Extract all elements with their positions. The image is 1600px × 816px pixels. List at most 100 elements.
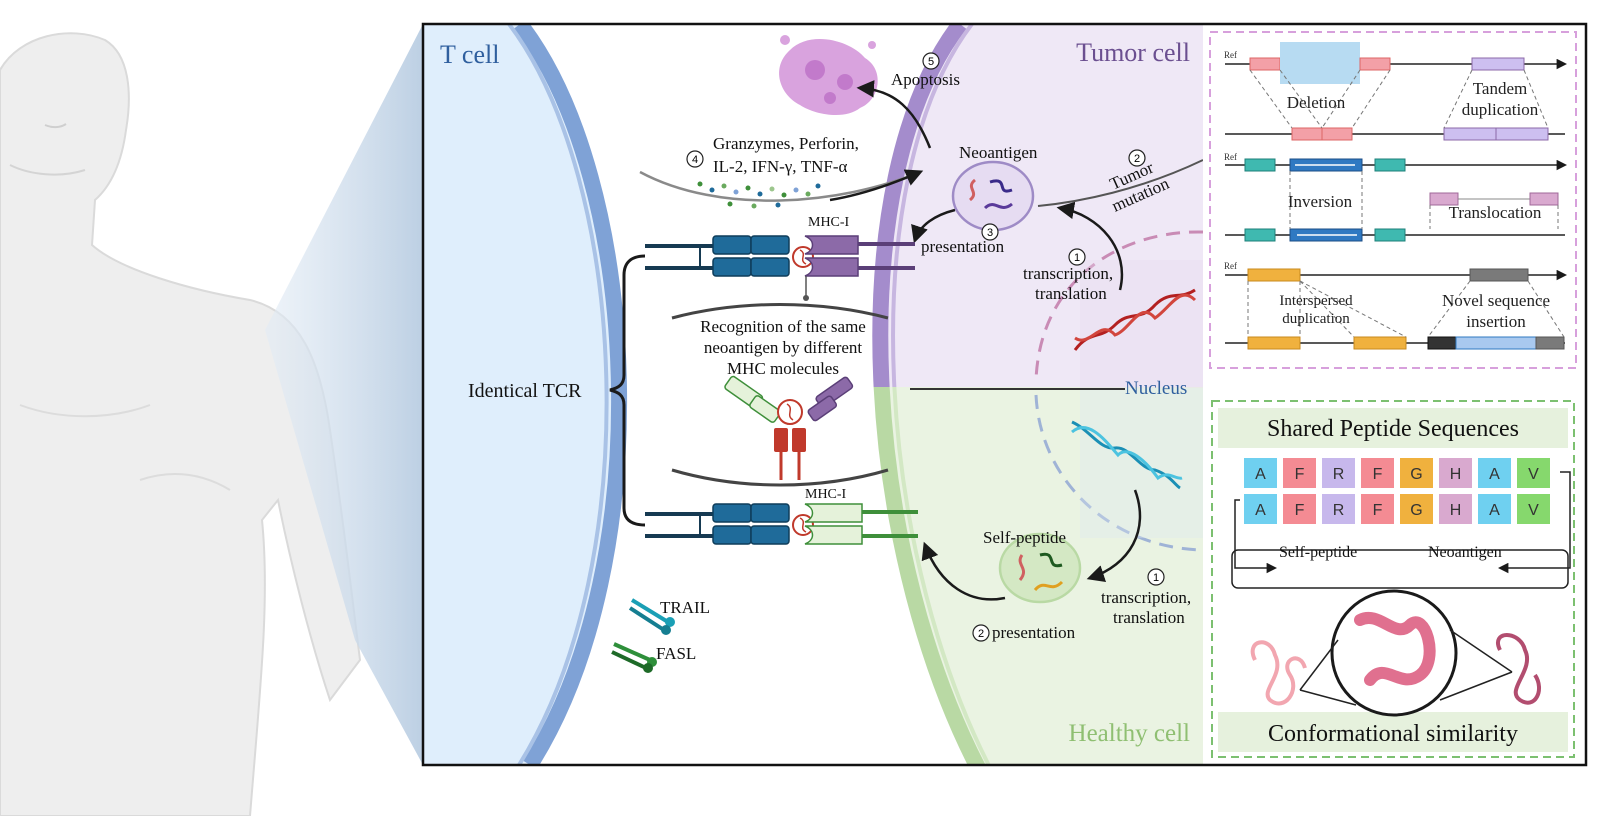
inversion-label: Inversion	[1288, 192, 1353, 211]
peptide-cell	[1439, 458, 1472, 488]
zoom-beam	[265, 24, 423, 765]
interspersed-label-1: Interspersed	[1279, 293, 1353, 309]
peptide-cell	[1517, 494, 1550, 524]
identical-tcr-bracket	[609, 254, 646, 527]
transcription-label-top-2: translation	[1035, 284, 1107, 303]
effectors-label-1: Granzymes, Perforin,	[713, 134, 859, 153]
peptide-cell	[1244, 458, 1277, 488]
dna-helix-icon	[1073, 288, 1197, 351]
peptide-cell	[1361, 458, 1394, 488]
neoantigen-vesicle	[951, 160, 1035, 232]
novel-insertion-label-2: insertion	[1466, 312, 1526, 331]
peptide-cell	[1283, 458, 1316, 488]
peptide-cell	[1439, 494, 1472, 524]
identical-tcr-label: Identical TCR	[468, 380, 582, 402]
effector-molecules	[697, 181, 821, 209]
peptide-cell	[1283, 494, 1316, 524]
presentation-top-arrow	[911, 208, 956, 244]
peptide-letter: R	[1333, 466, 1345, 483]
peptide-squiggle-icon	[1018, 554, 1026, 581]
step-4-number: 4	[692, 154, 698, 166]
transcription-label-top-1: transcription,	[1023, 264, 1113, 283]
self-peptide-arrow-label: Self-peptide	[1279, 544, 1357, 561]
step-5-number: 5	[928, 56, 934, 68]
apoptotic-cell-icon	[779, 35, 878, 116]
ref-label-2: Ref	[1224, 152, 1237, 162]
step-2-number-bottom: 2	[978, 628, 984, 640]
tcr-mhc-complex-bottom	[645, 503, 918, 545]
ref-label-3: Ref	[1224, 261, 1237, 271]
peptide-cell	[1517, 458, 1550, 488]
presentation-bottom-arrow	[921, 541, 1006, 601]
peptide-letter: F	[1295, 466, 1305, 483]
peptide-squiggle-icon	[1039, 552, 1063, 568]
step-2-number-top: 2	[1134, 153, 1140, 165]
deletion-label: Deletion	[1287, 93, 1346, 112]
peptide-link-bracket	[1497, 471, 1571, 574]
tandem-label-1: Tandem	[1473, 79, 1528, 98]
neoantigen-arrow-label: Neoantigen	[1428, 544, 1502, 561]
conformational-similarity-title: Conformational similarity	[1268, 721, 1518, 747]
interspersed-label-2: duplication	[1282, 311, 1350, 327]
peptide-cell	[1322, 494, 1355, 524]
peptide-cell	[1478, 494, 1511, 524]
peptide-letter: F	[1295, 502, 1305, 519]
peptide-squiggle-icon	[989, 179, 1013, 193]
protein-coil-icon	[1250, 589, 1541, 717]
recognition-label-3: MHC molecules	[727, 359, 839, 378]
peptide-letter: A	[1489, 466, 1500, 483]
recognition-label-2: neoantigen by different	[704, 338, 863, 357]
effector-release-arrow	[639, 170, 921, 202]
tumor-cell-title: Tumor cell	[1076, 38, 1190, 67]
peptide-letter: V	[1528, 466, 1539, 483]
t-cell-title: T cell	[440, 40, 499, 69]
peptide-squiggle-icon	[1033, 580, 1064, 592]
tcr-mhc-complex-top	[645, 235, 915, 277]
peptide-cell	[1400, 494, 1433, 524]
peptide-letter: F	[1373, 502, 1383, 519]
peptide-cell	[1361, 494, 1394, 524]
nucleus	[1034, 230, 1204, 552]
presentation-label-top: presentation	[921, 237, 1005, 256]
peptide-letter: H	[1450, 466, 1462, 483]
self-peptide-vesicle	[998, 532, 1082, 604]
recognition-arc-top	[671, 303, 889, 320]
transcription-label-bottom-2: translation	[1113, 608, 1185, 627]
peptide-letter: V	[1528, 502, 1539, 519]
shared-peptide-title: Shared Peptide Sequences	[1267, 416, 1519, 442]
mhc-label-bottom: MHC-I	[805, 487, 847, 502]
apoptosis-arrow	[856, 80, 932, 149]
peptide-letter: A	[1489, 502, 1500, 519]
recognition-arc-bottom	[671, 468, 889, 487]
translocation-label: Translocation	[1449, 203, 1542, 222]
step-1-number-top: 1	[1074, 252, 1080, 264]
structural-variant-panel	[1209, 31, 1577, 369]
trail-receptor-icon	[628, 598, 675, 635]
mhc-label-top: MHC-I	[808, 215, 850, 230]
peptide-cell	[1244, 494, 1277, 524]
peptide-squiggle-icon	[968, 178, 977, 202]
peptide-cell	[1400, 458, 1433, 488]
nucleus-label: Nucleus	[1125, 378, 1187, 399]
presentation-label-bottom: presentation	[992, 623, 1076, 642]
peptide-letter: A	[1255, 466, 1266, 483]
dna-helix-icon	[1071, 420, 1183, 490]
self-peptide-label: Self-peptide	[983, 528, 1066, 547]
peptide-cell	[1478, 458, 1511, 488]
tumor-mutation-arrow	[1037, 159, 1204, 207]
peptide-letter: G	[1410, 466, 1422, 483]
step-3-number: 3	[987, 227, 993, 239]
trail-label: TRAIL	[660, 598, 710, 617]
peptide-cell	[1322, 458, 1355, 488]
main-frame	[421, 22, 1588, 767]
tandem-label-2: duplication	[1462, 100, 1539, 119]
fasl-receptor-icon	[611, 642, 657, 673]
peptide-letter: F	[1373, 466, 1383, 483]
fasl-label: FASL	[656, 644, 696, 663]
t-cell	[423, 24, 628, 765]
effectors-label-2: IL-2, IFN-γ, TNF-α	[713, 157, 848, 176]
step-1-number-bottom: 1	[1153, 572, 1159, 584]
recognition-label-1: Recognition of the same	[700, 317, 866, 336]
